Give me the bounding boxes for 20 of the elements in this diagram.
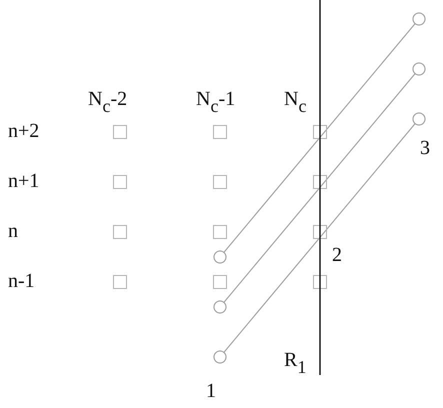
circle-marker <box>412 62 426 76</box>
point-number: 3 <box>420 137 430 159</box>
circle-marker <box>412 112 426 126</box>
circle-marker <box>213 250 227 264</box>
line-label: R$_{1}$ <box>284 349 306 371</box>
connector-line <box>223 23 416 253</box>
row-label: n+1 <box>8 170 40 192</box>
connector-line <box>223 73 416 303</box>
row-label: n-1 <box>8 270 35 292</box>
point-number: 1 <box>206 380 216 402</box>
circle-marker <box>213 300 227 314</box>
point-number: 2 <box>332 244 342 266</box>
row-label: n+2 <box>8 120 40 142</box>
column-label: N$_{c}$-2 <box>88 88 128 110</box>
circle-marker <box>213 350 227 364</box>
column-label: N$_{c}$-1 <box>196 88 236 110</box>
circle-marker <box>412 12 426 26</box>
column-label: N$_{c}$ <box>284 88 306 110</box>
connector-line <box>223 123 416 353</box>
row-label: n <box>8 220 18 242</box>
